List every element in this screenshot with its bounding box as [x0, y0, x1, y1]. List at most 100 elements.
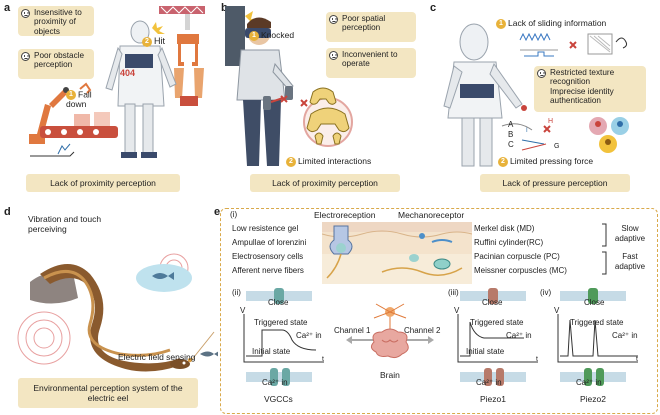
- panel-c-illustration: [443, 23, 629, 167]
- sad-face-icon: [21, 52, 30, 61]
- label-ruffini-cylinder: Ruffini cylinder(RC): [474, 238, 544, 247]
- ca-in-bottom-ii: Ca²⁺ in: [262, 378, 288, 387]
- panel-a-note-1-text: Insensitive to proximity of objects: [34, 8, 82, 36]
- panel-c-note-2-text: Imprecise identity authentication: [550, 86, 614, 106]
- piezo2-response-graph: [557, 314, 638, 363]
- label-merkel-disk: Merkel disk (MD): [474, 224, 535, 233]
- piezo2-label: Piezo2: [580, 394, 606, 404]
- t-axis-iv: t: [636, 356, 638, 363]
- panel-c-step1-text: Lack of sliding information: [508, 18, 607, 28]
- ca-in-label-iv: Ca²⁺ in: [612, 331, 638, 340]
- panel-b-caption: Lack of proximity perception: [250, 174, 400, 192]
- panel-a-step2-text: Hit: [154, 36, 165, 46]
- step-1-icon: 1: [496, 18, 506, 29]
- close-label-ii: Close: [268, 298, 289, 307]
- panel-d-text-1: Vibration and touch perceiving: [28, 214, 102, 235]
- triggered-label-iv: Triggered state: [570, 318, 624, 327]
- v-axis-iii: V: [454, 306, 460, 315]
- panel-a-illustration: [29, 6, 205, 158]
- panel-a-step1-text: Fall down: [66, 89, 92, 109]
- vgcc-closed-membrane: [246, 288, 312, 304]
- piezo1-response-graph: [457, 314, 538, 363]
- panel-e-letter: e: [214, 206, 221, 218]
- letter-i: I: [526, 128, 528, 134]
- triggered-label-ii: Triggered state: [254, 318, 308, 327]
- initial-label-iii: Initial state: [466, 347, 505, 356]
- panel-c-caption: Lack of pressure perception: [480, 174, 630, 192]
- label-afferent-nerve-fibers: Afferent nerve fibers: [232, 266, 304, 275]
- neuron-brain-illustration: [346, 303, 434, 359]
- channel-1-label: Channel 1: [334, 326, 371, 335]
- skin-section-illustration: [322, 222, 472, 284]
- robot-404-sign: 404: [120, 68, 136, 78]
- panel-e-sub-iii: (iii): [448, 288, 459, 297]
- panel-b-note-1-text: Poor spatial perception: [342, 14, 386, 33]
- slow-adaptive-label: Slow adaptive: [614, 224, 646, 243]
- t-axis-ii: t: [322, 356, 324, 363]
- panel-b-step1-text: Knocked: [261, 30, 295, 40]
- label-pacinian-corpuscle: Pacinian corpuscle (PC): [474, 252, 560, 261]
- piezo1-open-membrane: [460, 368, 526, 386]
- label-meissner-corpuscles: Meissner corpuscles (MC): [474, 266, 567, 275]
- panel-d-illustration: [17, 253, 218, 372]
- panel-b-step2-text: Limited interactions: [298, 156, 372, 166]
- panel-d-text-2: Electric field sensing: [118, 352, 196, 362]
- sad-face-icon: [21, 9, 30, 18]
- panel-b-note-2: Inconvenient to operate: [326, 48, 416, 78]
- step-1-icon: 1: [249, 30, 259, 41]
- close-label-iv: Close: [584, 298, 605, 307]
- step-2-icon: 2: [142, 36, 152, 47]
- electroreception-labels: Low resistence gel Ampullae of lorenzini…: [232, 222, 306, 278]
- panel-b-note-1: Poor spatial perception: [326, 12, 416, 42]
- channel-2-label: Channel 2: [404, 326, 441, 335]
- panel-c-note-1-text: Restricted texture recognition: [550, 68, 615, 87]
- triggered-label-iii: Triggered state: [470, 318, 524, 327]
- vgcc-open-membrane: [246, 368, 312, 386]
- letter-g: G: [554, 143, 560, 150]
- panel-d-caption: Environmental perception system of the e…: [18, 378, 198, 408]
- ca-in-label-ii: Ca²⁺ in: [296, 331, 322, 340]
- panel-c-step2-text: Limited pressing force: [510, 156, 594, 166]
- panel-a-note-2-text: Poor obstacle perception: [34, 51, 85, 70]
- vgcc-response-graph: [243, 314, 324, 363]
- panel-a-note-2: Poor obstacle perception: [18, 49, 94, 79]
- brain-label: Brain: [380, 370, 400, 380]
- panel-b-note-2-text: Inconvenient to operate: [342, 50, 398, 69]
- panel-a-letter: a: [4, 2, 11, 14]
- panel-b-illustration: [225, 6, 353, 166]
- label-ampullae-of-lorenzini: Ampullae of lorenzini: [232, 238, 307, 247]
- panel-c-abc: A B C: [508, 120, 514, 150]
- adaptive-brackets: [602, 223, 607, 275]
- piezo1-closed-membrane: [460, 288, 526, 304]
- mechanoreceptor-label: Mechanoreceptor: [398, 210, 465, 220]
- piezo1-label: Piezo1: [480, 394, 506, 404]
- sad-face-icon: [329, 51, 338, 60]
- panel-b-letter: b: [221, 2, 228, 14]
- v-axis-iv: V: [554, 306, 560, 315]
- sad-face-icon: [537, 69, 546, 78]
- ca-in-label-iii: Ca²⁺ in: [506, 331, 532, 340]
- fast-adaptive-label: Fast adaptive: [614, 252, 646, 271]
- close-label-iii: Close: [482, 298, 503, 307]
- sad-face-icon: [329, 15, 338, 24]
- piezo2-closed-membrane: [560, 288, 626, 304]
- vgccs-label: VGCCs: [264, 394, 293, 404]
- piezo2-open-membrane: [560, 368, 626, 386]
- mechanoreceptor-labels: Merkel disk (MD) Ruffini cylinder(RC) Pa…: [474, 222, 567, 278]
- panel-a-note-1: Insensitive to proximity of objects: [18, 6, 94, 36]
- electroreception-label: Electroreception: [314, 210, 376, 220]
- letter-a: A: [508, 120, 514, 129]
- step-1-icon: 1: [66, 90, 76, 100]
- panel-a-caption: Lack of proximity perception: [26, 174, 180, 192]
- panel-e-sub-iv: (iv): [540, 288, 552, 297]
- panel-e-frame: [220, 208, 658, 414]
- panel-c-notes: Restricted texture recognition Imprecise…: [534, 66, 646, 112]
- label-electrosensory-cells: Electrosensory cells: [232, 252, 304, 261]
- step-2-icon: 2: [286, 156, 296, 167]
